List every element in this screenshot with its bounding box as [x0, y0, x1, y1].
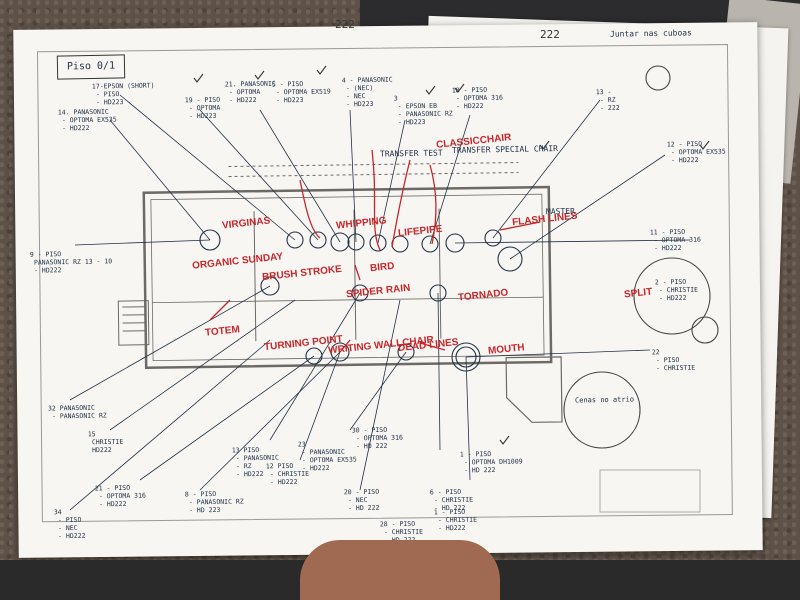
hand	[300, 540, 500, 600]
projector-note: 11 - PISO - OPTOMA 316 - HD222	[649, 227, 701, 253]
projector-note: 34 - PISO - NEC - HD222	[53, 508, 86, 541]
projector-note: 18 - PISO - OPTOMA 316 - HD222	[451, 85, 503, 111]
projector-note: 21 - PISO - OPTOMA 316 - HD222	[94, 483, 146, 509]
projector-note: 14. PANASONIC - OPTOMA EX535 - HD222	[57, 107, 117, 133]
header-mark: 222	[335, 18, 355, 31]
projector-note: 21. PANASONIC - OPTOMA - HD222	[224, 79, 276, 105]
projector-note: 15 CHRISTIE HD222	[87, 430, 124, 455]
projector-note: 1 - PISO - CHRISTIE - HD222	[433, 507, 478, 533]
projector-note: 4 - PANASONIC - (NEC) - NEC - HD223	[341, 75, 393, 109]
projector-note: 9 - PISO PANASONIC RZ 13 - 10 - HD222	[29, 250, 113, 275]
projector-note: 23 - PANASONIC - OPTOMA EX535 - HD222	[297, 440, 357, 473]
projector-note: 19 - PISO - OPTOMA - HD223	[184, 95, 221, 121]
blue-label: TRANSFER TEST	[379, 148, 443, 159]
projector-note: 22 - PISO - CHRISTIE	[651, 348, 696, 373]
header-mark: 222	[540, 28, 560, 41]
projector-note: 3 - EPSON EB - PANASONIC RZ - HD223	[393, 94, 453, 127]
projector-note: 13 - - RZ - 222	[595, 87, 620, 113]
projector-note: 32 PANASONIC - PANASONIC RZ	[47, 403, 107, 421]
projector-note: 30 - PISO - OPTOMA 316 - HD 222	[351, 425, 403, 451]
projector-note: 12 - PISO - OPTOMA EX535 - HD222	[666, 139, 726, 165]
legend-note: Cenas no atrio	[574, 395, 635, 405]
projector-note: 1 - PISO - OPTOMA DH1009 - HD 222	[459, 450, 523, 475]
projector-note: 2 - PISO - CHRISTIE - HD222	[654, 277, 699, 303]
projector-note: 17-EPSON (SHORT) - PISO - HD223	[91, 81, 155, 107]
projector-note: 20 - PISO - NEC - HD 222	[343, 487, 380, 513]
projector-note: 5 - PISO - OPTOMA EX519 - HD223	[271, 79, 331, 105]
plan-title: Piso 0/1	[56, 54, 126, 80]
blue-label: MASTER	[545, 206, 575, 217]
sign-note: Juntar nas cuboas	[609, 28, 692, 39]
projector-note: 8 - PISO - PANASONIC RZ - HD 223	[184, 489, 244, 515]
